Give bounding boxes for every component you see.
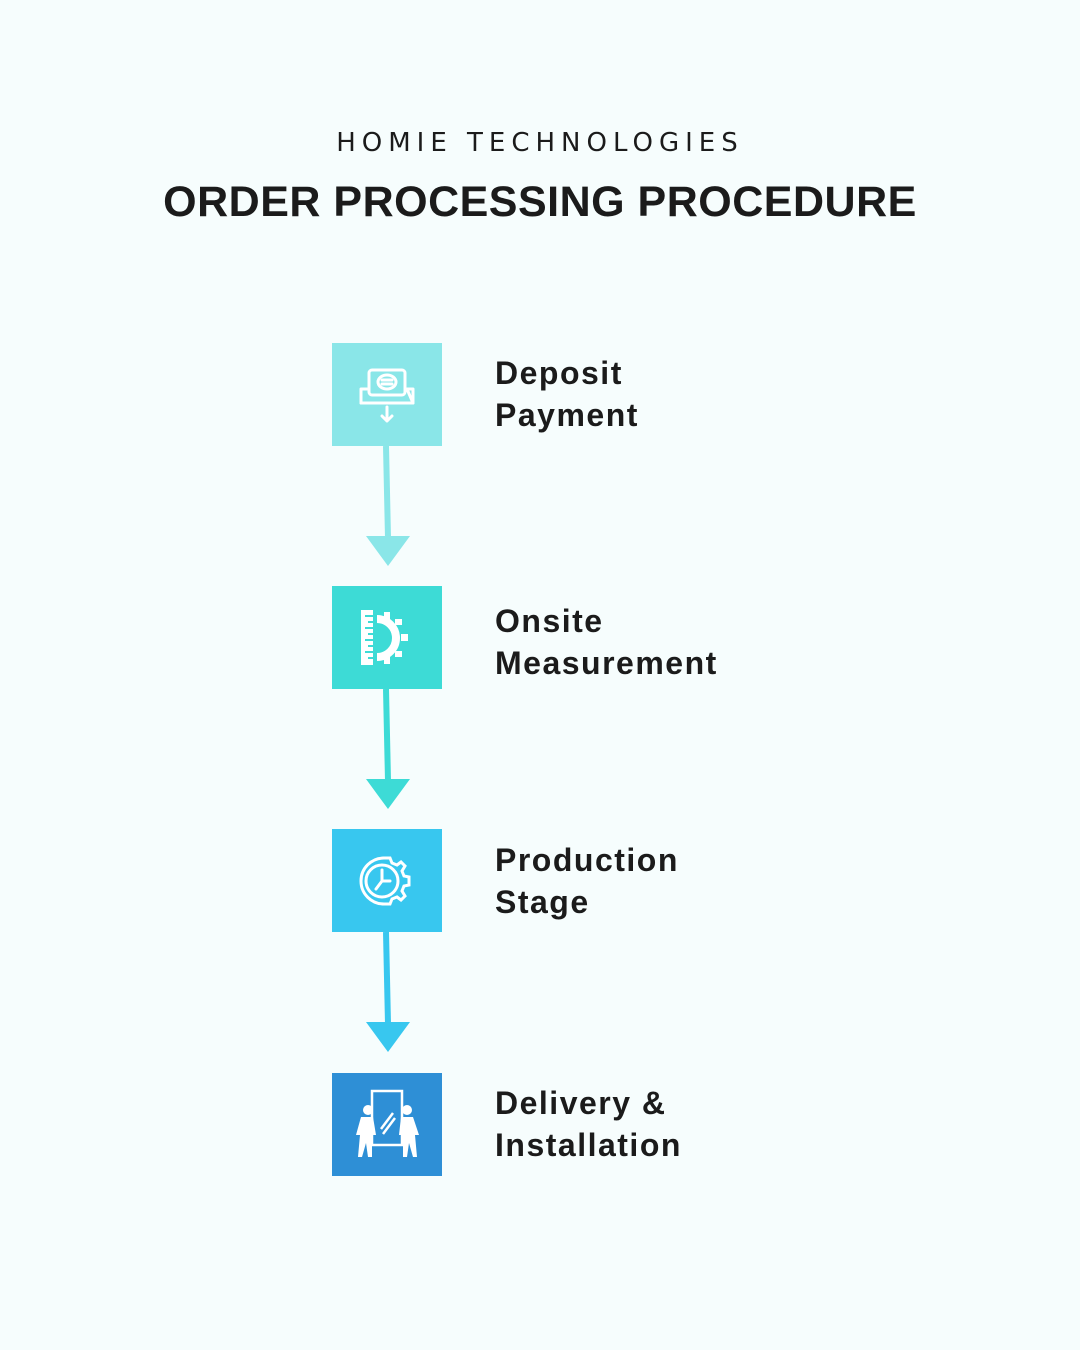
step-label-line1: Onsite bbox=[495, 603, 604, 639]
page-title: ORDER PROCESSING PROCEDURE bbox=[163, 178, 917, 226]
step-deposit-payment-box bbox=[332, 343, 442, 446]
company-name: HOMIE TECHNOLOGIES bbox=[336, 128, 744, 158]
gear-clock-icon bbox=[332, 829, 442, 932]
flow-arrow bbox=[366, 446, 410, 566]
step-production-stage-label: Production Stage bbox=[495, 839, 679, 923]
money-deposit-icon bbox=[332, 343, 442, 446]
step-deposit-payment-label: Deposit Payment bbox=[495, 352, 639, 436]
movers-glass-icon bbox=[332, 1073, 442, 1176]
step-onsite-measurement-label: Onsite Measurement bbox=[495, 600, 718, 684]
step-label-line1: Deposit bbox=[495, 355, 623, 391]
step-delivery-installation-box bbox=[332, 1073, 442, 1176]
flow-arrow bbox=[366, 689, 410, 809]
step-delivery-installation-label: Delivery & Installation bbox=[495, 1082, 682, 1166]
step-label-line1: Delivery & bbox=[495, 1085, 667, 1121]
ruler-gear-icon bbox=[332, 586, 442, 689]
flow-arrow bbox=[366, 932, 410, 1052]
step-label-line2: Stage bbox=[495, 884, 590, 920]
step-label-line1: Production bbox=[495, 842, 679, 878]
step-label-line2: Measurement bbox=[495, 645, 718, 681]
step-label-line2: Installation bbox=[495, 1127, 682, 1163]
step-onsite-measurement-box bbox=[332, 586, 442, 689]
step-production-stage-box bbox=[332, 829, 442, 932]
step-label-line2: Payment bbox=[495, 397, 639, 433]
